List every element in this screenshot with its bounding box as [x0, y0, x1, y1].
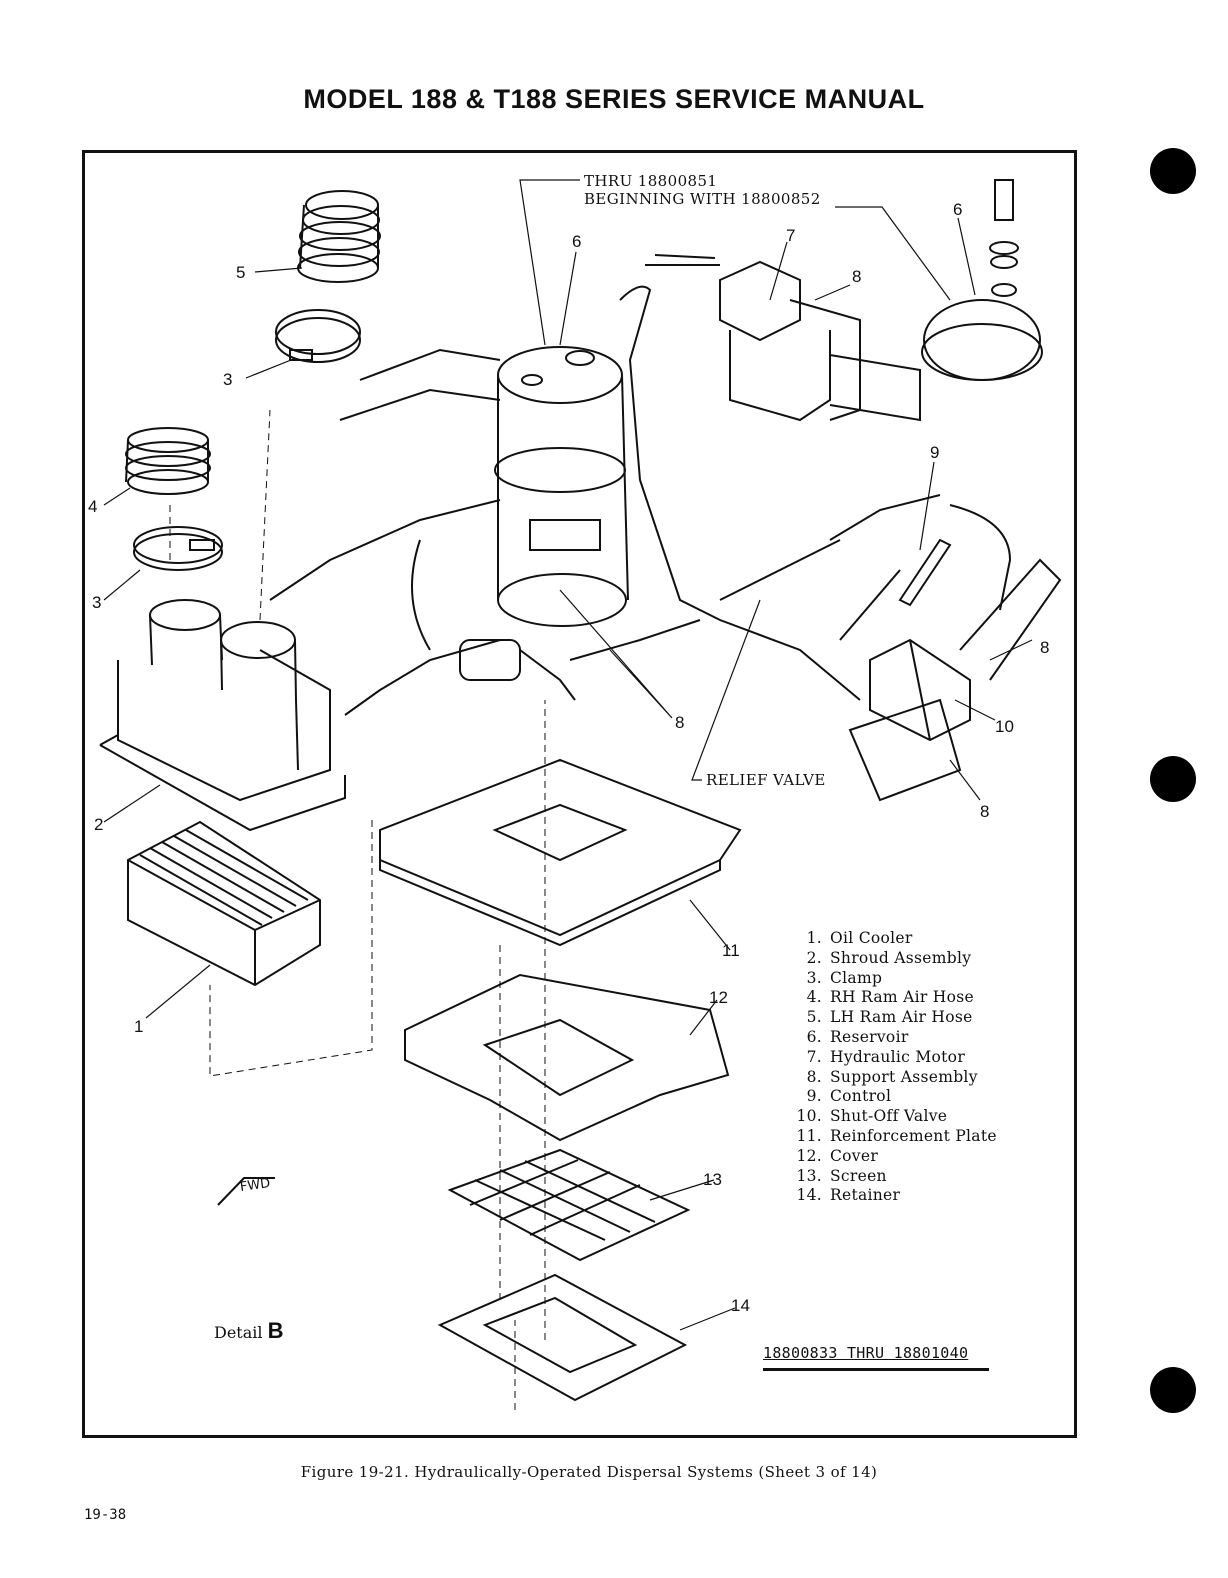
legend-item: 12.Cover: [796, 1146, 879, 1165]
legend-item: 8.Support Assembly: [806, 1067, 978, 1086]
screen: [447, 1148, 691, 1262]
legend-item: 13.Screen: [796, 1166, 887, 1185]
callout-12: 12: [709, 988, 728, 1007]
legend-item: 6.Reservoir: [806, 1027, 909, 1046]
shroud-assembly: [99, 599, 346, 832]
legend-item: 5.LH Ram Air Hose: [806, 1008, 973, 1027]
legend-item: 10.Shut-Off Valve: [796, 1107, 948, 1126]
punch-hole: [1150, 148, 1196, 194]
serial-note-thru: THRU 18800851: [584, 172, 718, 190]
callout-1: 1: [134, 1017, 144, 1036]
callout-8-top: 8: [852, 267, 862, 286]
control-and-shutoff: [839, 538, 1062, 802]
callout-11: 11: [722, 941, 740, 960]
callout-3-lower: 3: [92, 593, 102, 612]
reinforcement-plate: [379, 758, 742, 947]
callout-8-center: 8: [675, 713, 685, 732]
figure-frame: [82, 150, 1077, 1438]
serial-range-bar: [763, 1368, 989, 1371]
detail-text: Detail: [214, 1323, 263, 1342]
parts-legend: 1.Oil Cooler 2.Shroud Assembly 3.Clamp 4…: [788, 929, 997, 1206]
callout-4: 4: [88, 497, 98, 516]
legend-item: 3.Clamp: [806, 968, 883, 987]
page-title: MODEL 188 & T188 SERIES SERVICE MANUAL: [303, 84, 925, 114]
figure-caption: Figure 19-21. Hydraulically-Operated Dis…: [300, 1463, 878, 1481]
callout-8-lower-right: 8: [980, 802, 990, 821]
callout-8-right: 8: [1040, 638, 1050, 657]
callout-5: 5: [236, 263, 246, 282]
callout-6-center: 6: [572, 232, 582, 251]
retainer: [437, 1273, 688, 1402]
callout-6-right: 6: [953, 200, 963, 219]
legend-item: 1.Oil Cooler: [806, 929, 913, 947]
serial-range: 18800833 THRU 18801040: [763, 1344, 969, 1362]
legend-item: 9.Control: [806, 1087, 892, 1106]
punch-hole: [1150, 1367, 1196, 1413]
legend-item: 7.Hydraulic Motor: [806, 1047, 966, 1066]
callout-9: 9: [930, 443, 940, 462]
cover: [404, 973, 730, 1142]
callout-10: 10: [995, 717, 1014, 736]
hose-network: [269, 285, 1012, 716]
callout-13: 13: [703, 1170, 722, 1189]
legend-item: 4.RH Ram Air Hose: [806, 988, 974, 1007]
callout-2: 2: [94, 815, 104, 834]
legend-item: 2.Shroud Assembly: [806, 948, 972, 967]
callout-7: 7: [786, 226, 796, 245]
rh-ram-air-hose: [125, 427, 211, 495]
reservoir-center: [494, 346, 629, 627]
detail-label: Detail B: [214, 1318, 283, 1344]
fwd-arrow-icon: [217, 1177, 275, 1206]
callout-14: 14: [731, 1296, 750, 1315]
clamp-lower: [133, 526, 223, 571]
lh-ram-air-hose: [297, 190, 381, 283]
page-number: 19-38: [84, 1507, 127, 1523]
serial-note-beginning: BEGINNING WITH 18800852: [584, 190, 821, 208]
oil-cooler: [127, 820, 321, 987]
legend-item: 11.Reinforcement Plate: [796, 1126, 997, 1145]
detail-letter: B: [267, 1318, 284, 1343]
clamp-upper: [275, 309, 361, 363]
legend-item: 14.Retainer: [796, 1186, 901, 1205]
hydraulic-motor: [645, 254, 921, 422]
callout-3-upper: 3: [223, 370, 233, 389]
punch-hole: [1150, 756, 1196, 802]
relief-valve-label: RELIEF VALVE: [706, 771, 826, 789]
reservoir-right: [921, 179, 1043, 381]
